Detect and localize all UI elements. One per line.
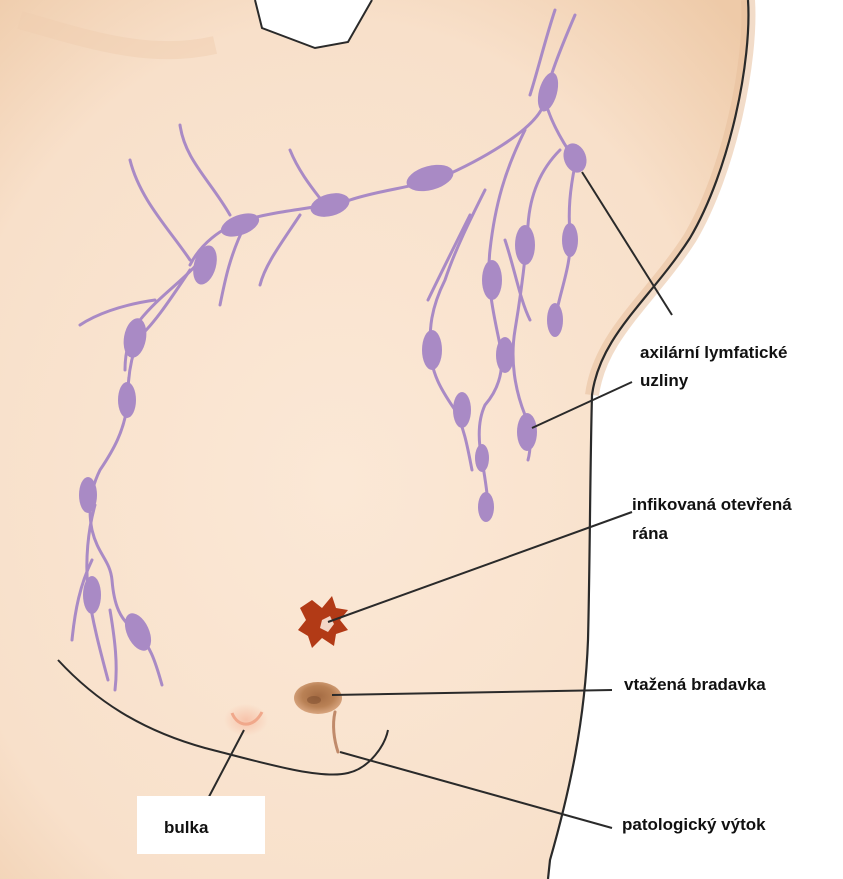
lymph-node <box>562 223 578 257</box>
lymph-node <box>482 260 502 300</box>
lymph-node <box>79 477 97 513</box>
lymph-node <box>118 382 136 418</box>
torso-skin <box>0 0 748 879</box>
lymph-node <box>478 492 494 522</box>
label-axillary-nodes: axilární lymfatické <box>640 343 787 362</box>
label-discharge: patologický výtok <box>622 815 766 834</box>
lymph-node <box>515 225 535 265</box>
label-infected-wound: infikovaná otevřená <box>632 495 792 514</box>
lymph-node <box>453 392 471 428</box>
lump <box>224 704 268 736</box>
lymph-node <box>422 330 442 370</box>
lymph-node <box>496 337 514 373</box>
label-infected-wound-2: rána <box>632 524 668 543</box>
label-retracted-nipple: vtažená bradavka <box>624 675 766 694</box>
retracted-nipple <box>294 682 342 714</box>
lymph-node <box>475 444 489 472</box>
lymph-node <box>547 303 563 337</box>
lymph-node <box>83 576 101 614</box>
lymph-node <box>517 413 537 451</box>
label-axillary-nodes-2: uzliny <box>640 371 689 390</box>
label-lump: bulka <box>164 818 209 837</box>
